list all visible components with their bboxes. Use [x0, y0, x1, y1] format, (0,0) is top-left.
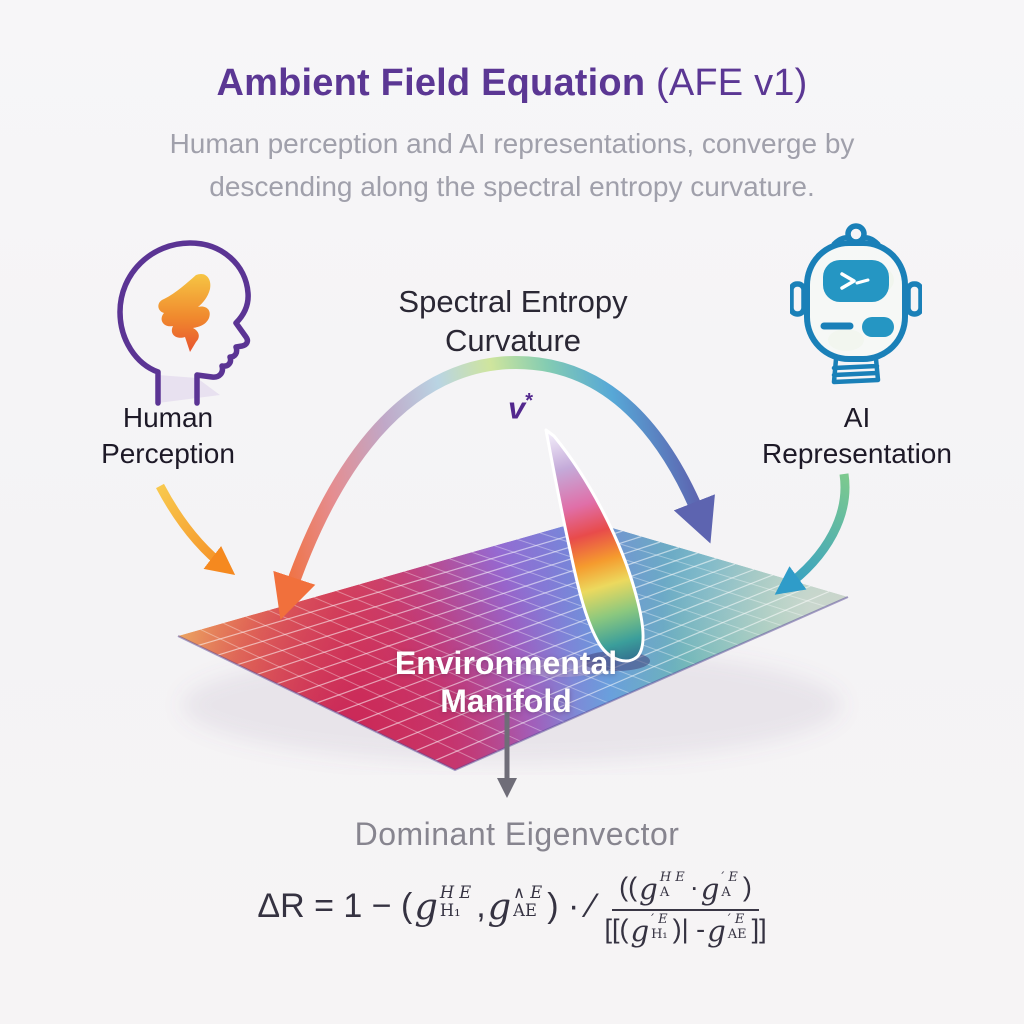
human-head-profile-icon: [117, 240, 251, 406]
dominant-eigenvector-label: Dominant Eigenvector: [354, 816, 680, 852]
spectral-entropy-arc: [273, 356, 715, 620]
human-perception-label: Human Perception: [18, 400, 318, 472]
ai-label-line-2: Representation: [762, 438, 952, 469]
spectral-entropy-curvature-label: Spectral Entropy Curvature: [313, 282, 713, 360]
equation-text: )| -: [672, 914, 706, 944]
equation-text: ((: [619, 872, 638, 902]
title-main: Ambient Field Equation: [216, 62, 646, 104]
human-label-line-1: Human: [122, 402, 214, 433]
equation-text: [[(: [604, 914, 629, 944]
equation-term-superscript: H E: [659, 870, 685, 885]
environmental-manifold-label: Environmental Manifold: [306, 644, 706, 720]
equation-term-superscript: H E: [439, 882, 472, 902]
equation-text: ·: [689, 872, 699, 902]
equation-term-subscript: AE: [513, 901, 537, 921]
equation-term-base: g: [414, 884, 438, 928]
equation-term-superscript: ∧ E: [513, 882, 543, 902]
dominant-eigenvector-symbol: v*: [508, 390, 533, 426]
human-label-line-2: Perception: [101, 438, 235, 469]
subtitle: Human perception and AI representations,…: [0, 122, 1024, 208]
equation-term-superscript: ′ E: [721, 870, 738, 885]
robot-head-icon: [790, 223, 922, 385]
equation-term-base: g: [487, 884, 512, 928]
title-version-suffix: (AFE v1): [645, 62, 808, 104]
equation-term-superscript: ′ E: [727, 912, 745, 927]
equation-text: ): [742, 872, 752, 902]
equation-term-base: g: [630, 914, 650, 948]
human-to-manifold-arrow: [156, 483, 236, 576]
curvature-label-line-1: Spectral Entropy: [398, 284, 628, 319]
subtitle-line-2: descending along the spectral entropy cu…: [209, 171, 815, 202]
ai-to-manifold-arrow: [774, 473, 850, 595]
subtitle-line-1: Human perception and AI representations,…: [169, 128, 855, 159]
equation-text: ) · ⁄: [547, 886, 595, 925]
manifold-label-line-1: Environmental: [394, 645, 618, 681]
equation-text: ,: [476, 886, 486, 925]
page-title: Ambient Field Equation (AFE v1): [0, 62, 1024, 105]
ai-representation-label: AI Representation: [707, 400, 1007, 472]
equation-term-subscript: A: [659, 884, 670, 900]
equation-text: ΔR = 1 − (: [257, 886, 413, 925]
equation-term-subscript: A: [721, 884, 731, 900]
equation-term-subscript: H₁: [651, 926, 668, 942]
curvature-label-line-2: Curvature: [444, 323, 582, 358]
blade-base-smudge: [518, 659, 602, 677]
equation-term-subscript: H₁: [439, 901, 461, 921]
equation-term-base: g: [707, 914, 726, 948]
equation-term-superscript: ′ E: [651, 912, 668, 927]
equation-text: ]]: [751, 914, 767, 944]
equation-term-subscript: AE: [727, 926, 747, 942]
v-symbol: v: [508, 390, 526, 426]
equation-term-base: g: [639, 872, 658, 906]
manifold-label-line-2: Manifold: [440, 683, 572, 719]
v-star-superscript: *: [525, 390, 534, 412]
ai-label-line-1: AI: [843, 402, 871, 433]
equation-term-base: g: [700, 872, 720, 906]
